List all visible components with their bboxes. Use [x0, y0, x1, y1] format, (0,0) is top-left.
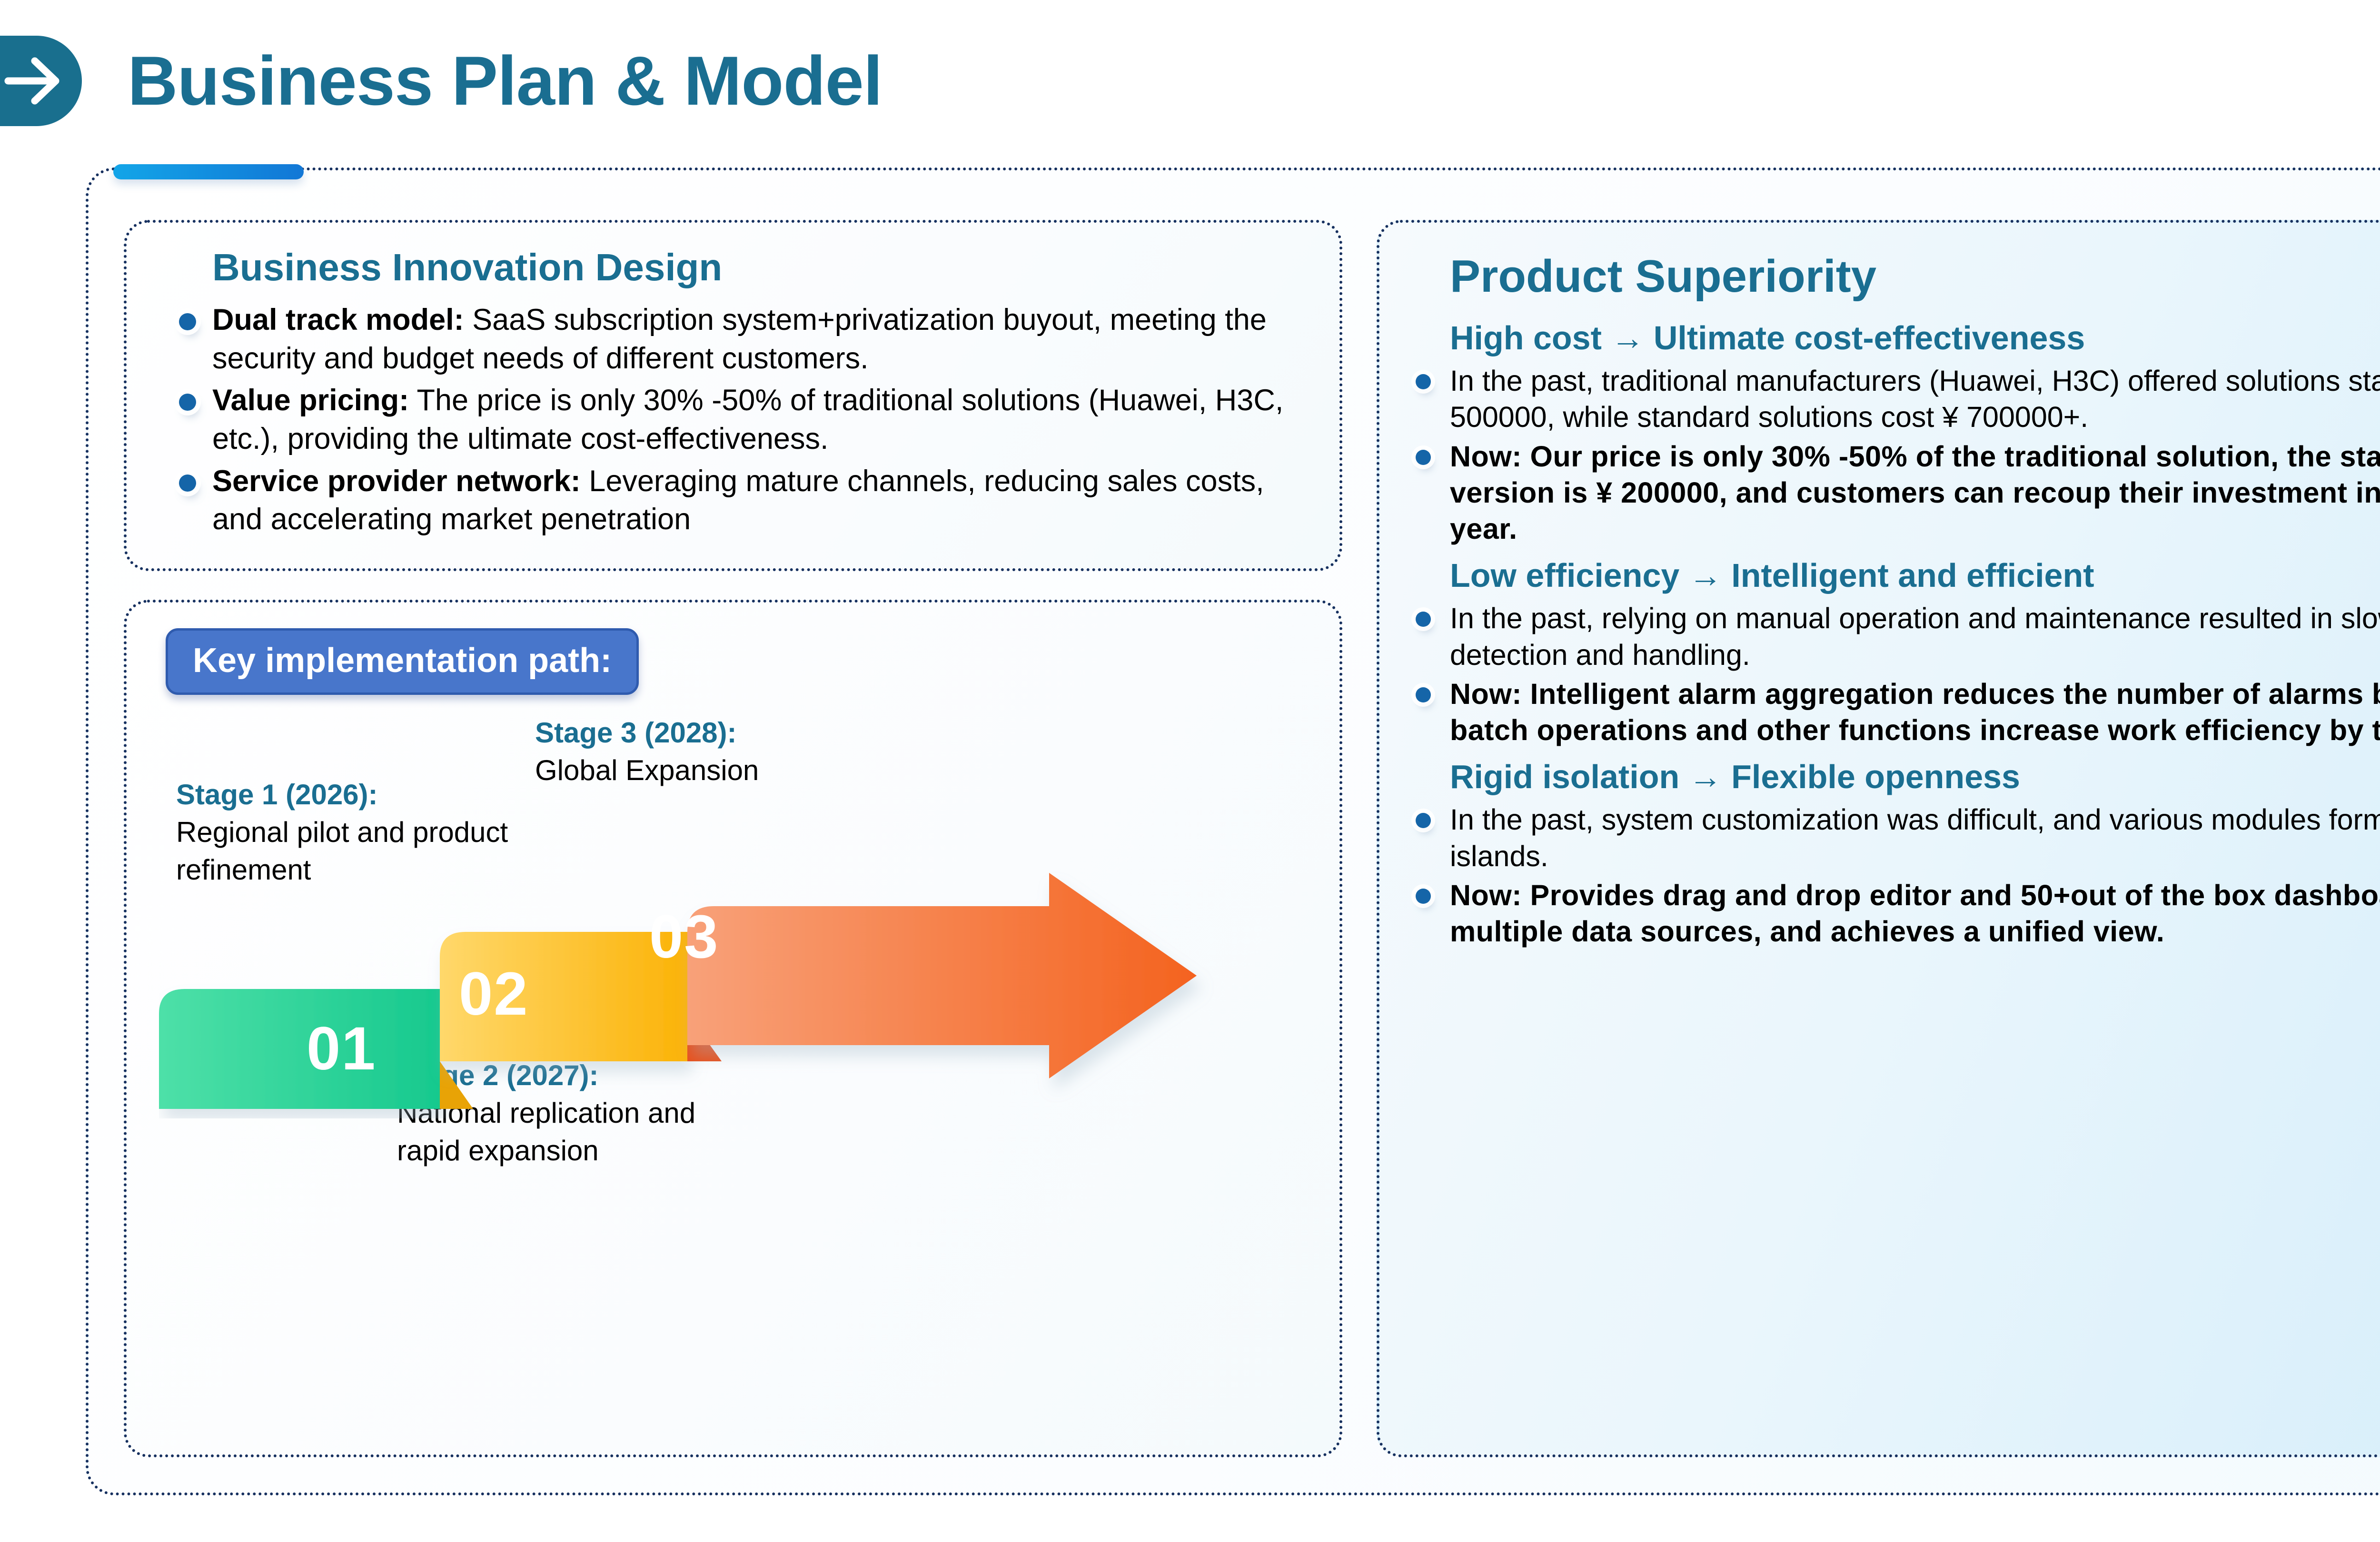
business-innovation-card: Business Innovation Design Dual track mo… — [124, 220, 1342, 571]
bullet-text: Now: Our price is only 30% -50% of the t… — [1450, 440, 2380, 545]
bullet-lead: Service provider network: — [212, 464, 581, 498]
bullet-dot-icon — [1416, 687, 1431, 702]
section-2-heading: Low efficiency → Intelligent and efficie… — [1450, 556, 2380, 594]
list-item: In the past, system customization was di… — [1413, 801, 2380, 874]
bullet-dot-icon — [1416, 888, 1431, 904]
product-superiority-title: Product Superiority — [1450, 251, 1877, 302]
content-columns: Business Innovation Design Dual track mo… — [86, 168, 2380, 1495]
bullet-dot-icon — [1416, 449, 1431, 465]
section-2-head-before: Low efficiency — [1450, 557, 1680, 594]
bullet-text: In the past, relying on manual operation… — [1450, 602, 2380, 671]
section-3-heading: Rigid isolation → Flexible openness — [1450, 758, 2380, 796]
section-1-heading: High cost → Ultimate cost-effectiveness — [1450, 319, 2380, 357]
list-item: Now: Intelligent alarm aggregation reduc… — [1413, 676, 2380, 749]
bullet-text: In the past, system customization was di… — [1450, 803, 2380, 872]
section-2-bullets: In the past, relying on manual operation… — [1413, 600, 2380, 748]
superiority-section-2: Low efficiency → Intelligent and efficie… — [1413, 556, 2380, 748]
bullet-dot-icon — [179, 394, 196, 411]
page-title: Business Plan & Model — [128, 42, 883, 119]
implementation-path-card: Key implementation path: Stage 1 (2026):… — [124, 599, 1342, 1457]
stage-arrows: 01 02 03 — [159, 871, 1268, 1118]
right-column: Product Superiority High cost → Ultimate… — [1377, 220, 2380, 1457]
slide-header: Business Plan & Model — [0, 19, 883, 143]
business-innovation-bullets: Dual track model: SaaS subscription syst… — [163, 301, 1306, 539]
stage-1-number: 01 — [307, 1014, 377, 1083]
superiority-section-3: Rigid isolation → Flexible openness In t… — [1413, 758, 2380, 949]
right-arrow-icon: → — [1688, 758, 1722, 796]
product-superiority-card: Product Superiority High cost → Ultimate… — [1377, 220, 2380, 1457]
stage-2-body: National replication and rapid expansion — [397, 1097, 696, 1167]
list-item: In the past, relying on manual operation… — [1413, 600, 2380, 673]
stage-2-label: Stage 2 (2027): National replication and… — [397, 1057, 730, 1170]
right-arrow-icon: → — [1611, 319, 1645, 356]
implementation-path-chip: Key implementation path: — [166, 628, 639, 695]
bullet-text: Leveraging mature channels, reducing sal… — [212, 464, 1264, 536]
stage-3-heading: Stage 3 (2028): — [535, 716, 737, 749]
section-2-head-after: Intelligent and efficient — [1731, 557, 2094, 594]
left-column: Business Innovation Design Dual track mo… — [124, 220, 1342, 1457]
right-arrow-icon: → — [1688, 557, 1722, 594]
section-3-head-before: Rigid isolation — [1450, 758, 1680, 796]
stage-1-body: Regional pilot and product refinement — [176, 816, 508, 886]
bullet-dot-icon — [179, 474, 196, 492]
stage-1-label: Stage 1 (2026): Regional pilot and produ… — [176, 776, 509, 889]
stage-3-number: 03 — [649, 902, 719, 971]
list-item: Dual track model: SaaS subscription syst… — [163, 301, 1306, 377]
list-item: Now: Provides drag and drop editor and 5… — [1413, 877, 2380, 950]
list-item: Now: Our price is only 30% -50% of the t… — [1413, 438, 2380, 547]
bullet-dot-icon — [179, 313, 196, 330]
stage-1-heading: Stage 1 (2026): — [176, 778, 378, 811]
stage-2-shape — [440, 931, 687, 1061]
section-1-head-after: Ultimate cost-effectiveness — [1653, 319, 2085, 356]
bullet-dot-icon — [1416, 374, 1431, 389]
business-innovation-title: Business Innovation Design — [212, 246, 723, 288]
stage-3-shape — [687, 872, 1197, 1078]
list-item: Service provider network: Leveraging mat… — [163, 462, 1306, 539]
list-item: Value pricing: The price is only 30% -50… — [163, 381, 1306, 458]
section-3-head-after: Flexible openness — [1731, 758, 2020, 796]
arrow-right-icon — [0, 36, 82, 126]
stage-3-body: Global Expansion — [535, 754, 759, 786]
bullet-dot-icon — [1416, 813, 1431, 829]
stage-1-shape — [159, 988, 440, 1109]
bullet-text: In the past, traditional manufacturers (… — [1450, 365, 2380, 434]
list-item: In the past, traditional manufacturers (… — [1413, 363, 2380, 435]
stage-diagram: Stage 1 (2026): Regional pilot and produ… — [154, 714, 1311, 1275]
superiority-section-1: High cost → Ultimate cost-effectiveness … — [1413, 319, 2380, 547]
stage-2-number: 02 — [459, 959, 529, 1028]
section-1-head-before: High cost — [1450, 319, 1602, 356]
bullet-lead: Dual track model: — [212, 303, 464, 336]
bullet-lead: Value pricing: — [212, 384, 409, 417]
bullet-text: The price is only 30% -50% of traditiona… — [212, 384, 1284, 455]
stage-3-label: Stage 3 (2028): Global Expansion — [535, 714, 878, 789]
bullet-text: Now: Provides drag and drop editor and 5… — [1450, 879, 2380, 948]
section-1-bullets: In the past, traditional manufacturers (… — [1413, 363, 2380, 547]
section-3-bullets: In the past, system customization was di… — [1413, 801, 2380, 949]
bullet-text: Now: Intelligent alarm aggregation reduc… — [1450, 677, 2380, 746]
bullet-text: SaaS subscription system+privatization b… — [212, 303, 1267, 375]
title-accent-bar — [113, 164, 304, 179]
bullet-dot-icon — [1416, 612, 1431, 627]
